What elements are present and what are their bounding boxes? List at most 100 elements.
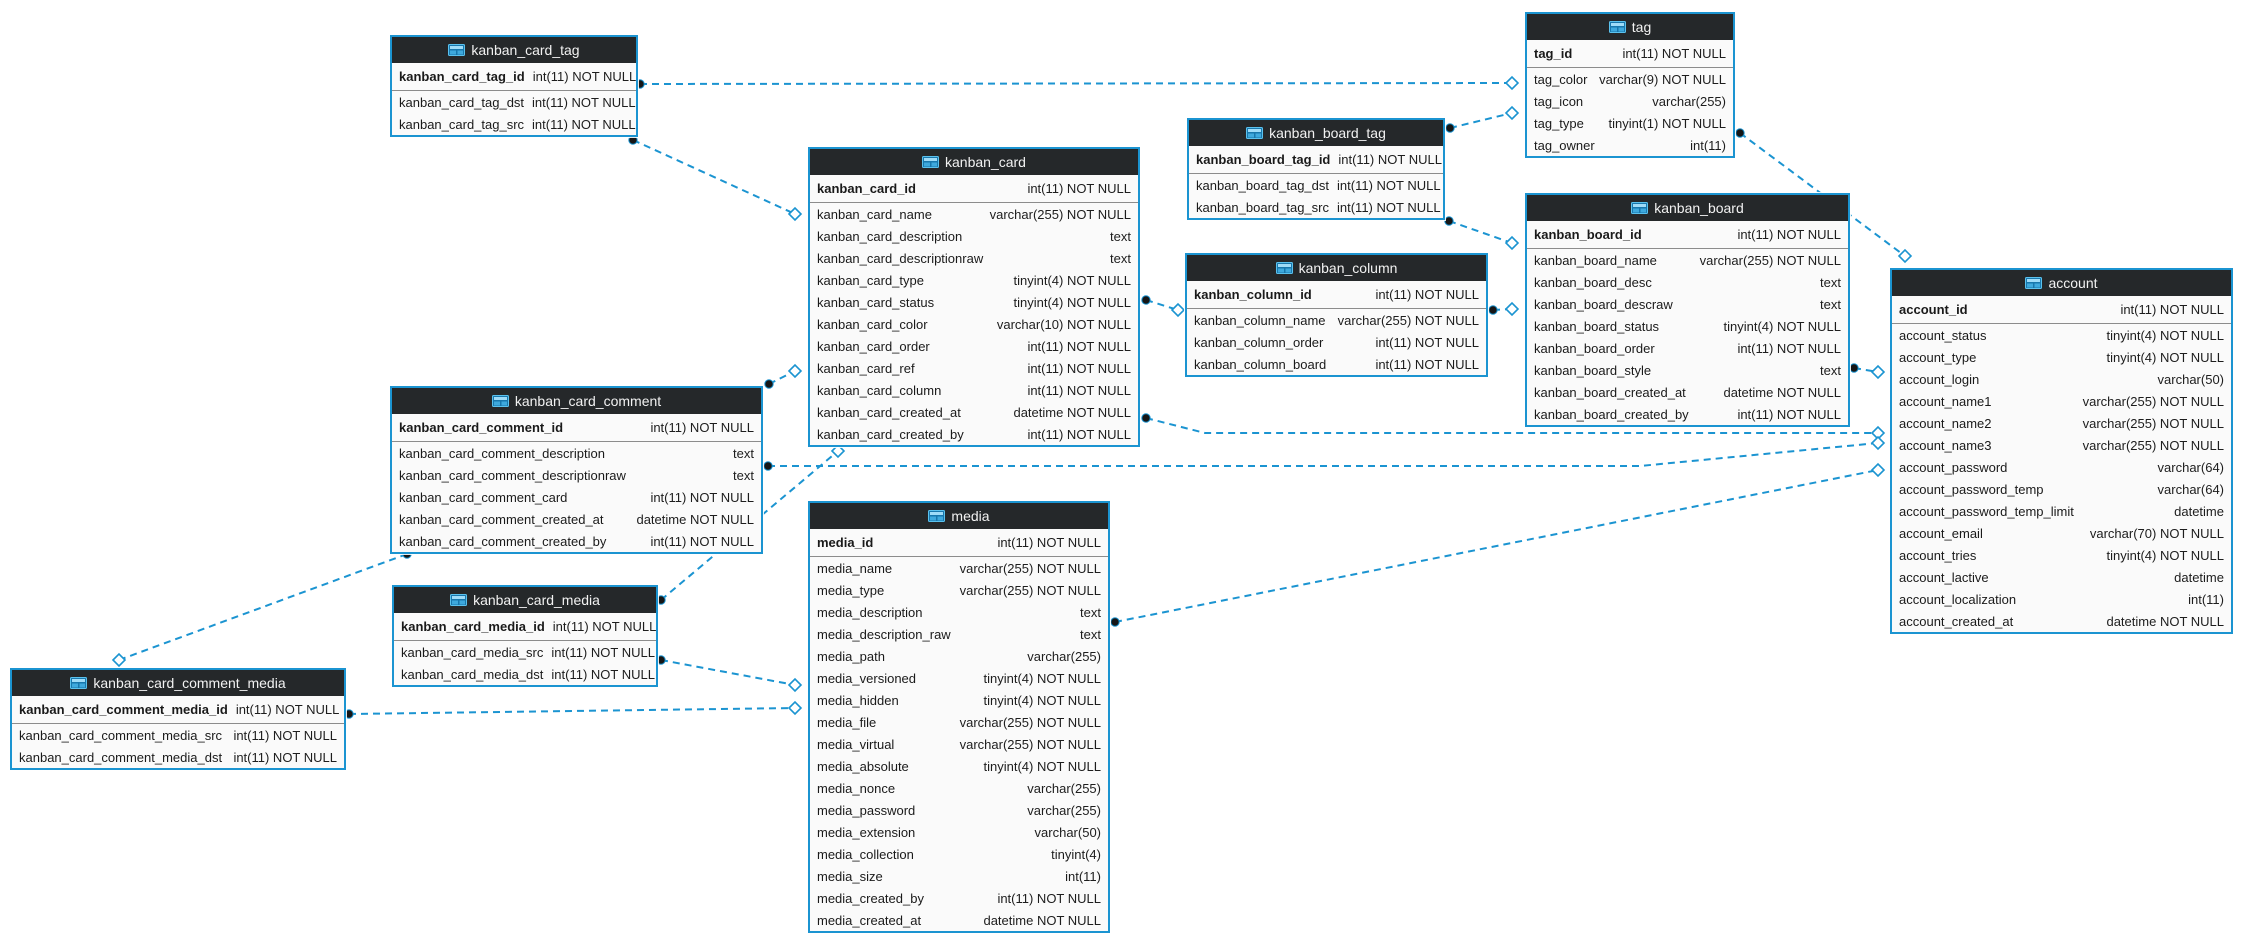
relationship-kanban_card_comment_media-media[interactable]: [344, 700, 803, 719]
table-header[interactable]: media: [810, 503, 1108, 529]
table-header[interactable]: kanban_card: [810, 149, 1138, 175]
relationship-line[interactable]: [660, 450, 839, 601]
relationship-kanban_card_comment-account[interactable]: [763, 435, 1886, 471]
relationship-line[interactable]: [768, 442, 1879, 467]
table-header[interactable]: kanban_card_tag: [392, 37, 636, 63]
table-header[interactable]: kanban_card_comment_media: [12, 670, 344, 696]
table-header[interactable]: kanban_column: [1187, 255, 1486, 281]
table-header[interactable]: account: [1892, 270, 2231, 296]
table-header[interactable]: kanban_card_media: [394, 587, 656, 613]
relationship-line[interactable]: [348, 707, 796, 715]
relationship-line[interactable]: [660, 659, 796, 686]
relationship-kanban_board_tag-tag[interactable]: [1445, 105, 1520, 133]
relationship-kanban_card_comment-comment_media[interactable]: [111, 549, 412, 668]
relationship-kanban_card_media-media[interactable]: [656, 655, 803, 693]
relationship-kanban_card_tag-tag[interactable]: [635, 75, 1520, 91]
relationship-line[interactable]: [639, 82, 1513, 85]
relationship-kanban_card-account[interactable]: [1141, 413, 1886, 441]
relationship-kanban_column-kanban_board[interactable]: [1488, 301, 1520, 317]
relationship-line[interactable]: [1448, 220, 1513, 244]
relationship-line[interactable]: [1145, 417, 1878, 434]
relationship-kanban_board-account[interactable]: [1849, 363, 1886, 380]
relationship-line[interactable]: [632, 139, 796, 215]
relationship-line[interactable]: [1449, 112, 1513, 129]
relationship-kanban_card_comment-kanban_card[interactable]: [764, 363, 803, 389]
relationship-line[interactable]: [118, 553, 408, 661]
table-header[interactable]: tag: [1527, 14, 1733, 40]
table-header[interactable]: kanban_board: [1527, 195, 1848, 221]
table-header[interactable]: kanban_board_tag: [1189, 120, 1443, 146]
relationship-line[interactable]: [1114, 469, 1879, 623]
table-header[interactable]: kanban_card_comment: [392, 388, 761, 414]
